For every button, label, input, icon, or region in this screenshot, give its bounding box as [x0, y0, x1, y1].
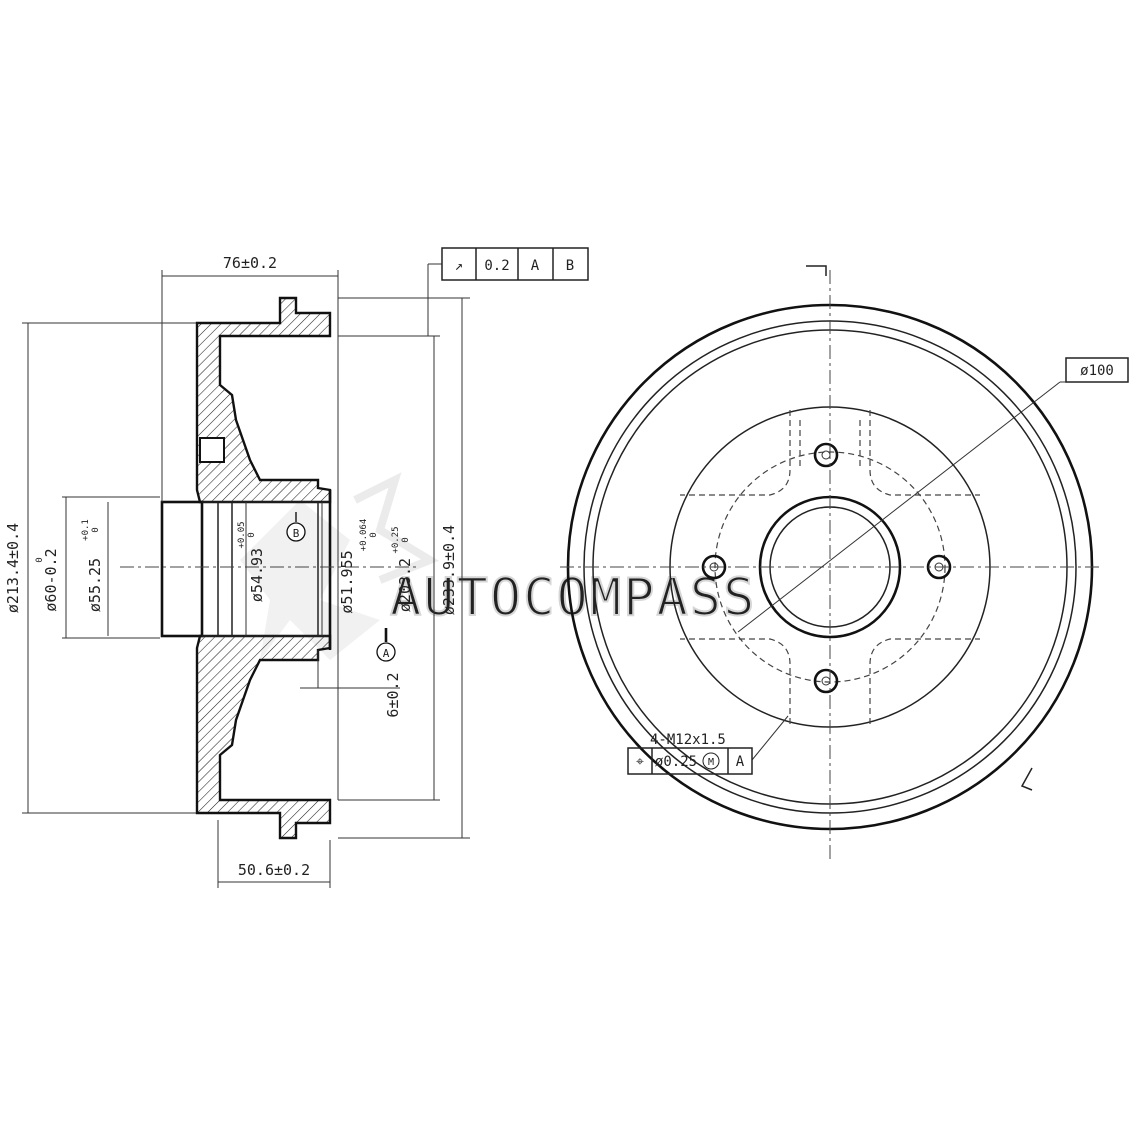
runout-datum-a: A [531, 258, 540, 274]
section-lower-web [195, 634, 332, 840]
datum-b-label: B [293, 527, 300, 540]
dim-dia-51-955: ø51.955 [338, 550, 356, 613]
runout-datum-b: B [566, 258, 574, 274]
datum-a-label: A [383, 647, 390, 660]
thread-callout: 4-M12x1.5 ⌖ ø0.25 M A [627, 715, 789, 775]
dim-dia-54-93: ø54.93 [248, 548, 266, 602]
dim-dia-54-93-tol-top: +0.05 [237, 521, 247, 548]
side-section-view: 76±0.2 50.6±0.2 ø213.4±0.4 ø60-0.2 0 ø55… [4, 247, 589, 888]
dim-dia-203-2-tol-bot: 0 [401, 537, 411, 542]
position-symbol-icon: ⌖ [636, 754, 644, 770]
dim-width-76: 76±0.2 [223, 254, 277, 272]
dim-offset-6: 6±0.2 [384, 672, 402, 717]
dim-dia-233-9: ø233.9±0.4 [440, 525, 458, 615]
dim-dia-203-2: ø203.2 [396, 558, 414, 612]
hub-bore-outline [160, 500, 204, 638]
datum-b-marker: B [286, 512, 306, 542]
dim-dia-60-tol: 0 [35, 557, 45, 562]
dim-dia-55-25: ø55.25 [86, 558, 104, 612]
dim-dia-54-93-tol-bot: 0 [247, 532, 257, 537]
dim-dia-203-2-tol-top: +0.25 [391, 526, 401, 553]
position-modifier: M [708, 757, 714, 768]
dim-dia-55-25-tol-top: +0.1 [81, 519, 91, 541]
bolt-hole-top [813, 442, 839, 468]
dim-dia-55-25-tol-bot: 0 [91, 527, 101, 532]
runout-symbol-icon: ↗ [455, 258, 463, 274]
pcd-callout: ø100 [737, 357, 1129, 633]
section-upper-web [195, 296, 332, 504]
stud-hole-section [199, 437, 225, 463]
runout-control-frame: ↗ 0.2 A B [427, 247, 589, 336]
dim-dia-60: ø60-0.2 [42, 548, 60, 611]
pcd-label: ø100 [1080, 363, 1114, 379]
dim-width-50-6: 50.6±0.2 [238, 861, 310, 879]
position-tolerance: ø0.25 [655, 754, 697, 770]
thread-note: 4-M12x1.5 [650, 732, 726, 748]
datum-a-marker: A [376, 628, 396, 662]
dim-dia-51-955-tol-top: +0.064 [359, 519, 369, 552]
dim-dia-51-955-tol-bot: 0 [369, 532, 379, 537]
position-datum: A [736, 754, 745, 770]
front-view: ø100 4-M12x1.5 ⌖ ø0.25 M A [560, 265, 1129, 860]
runout-tolerance: 0.2 [484, 258, 509, 274]
dim-dia-213-4: ø213.4±0.4 [4, 523, 22, 613]
